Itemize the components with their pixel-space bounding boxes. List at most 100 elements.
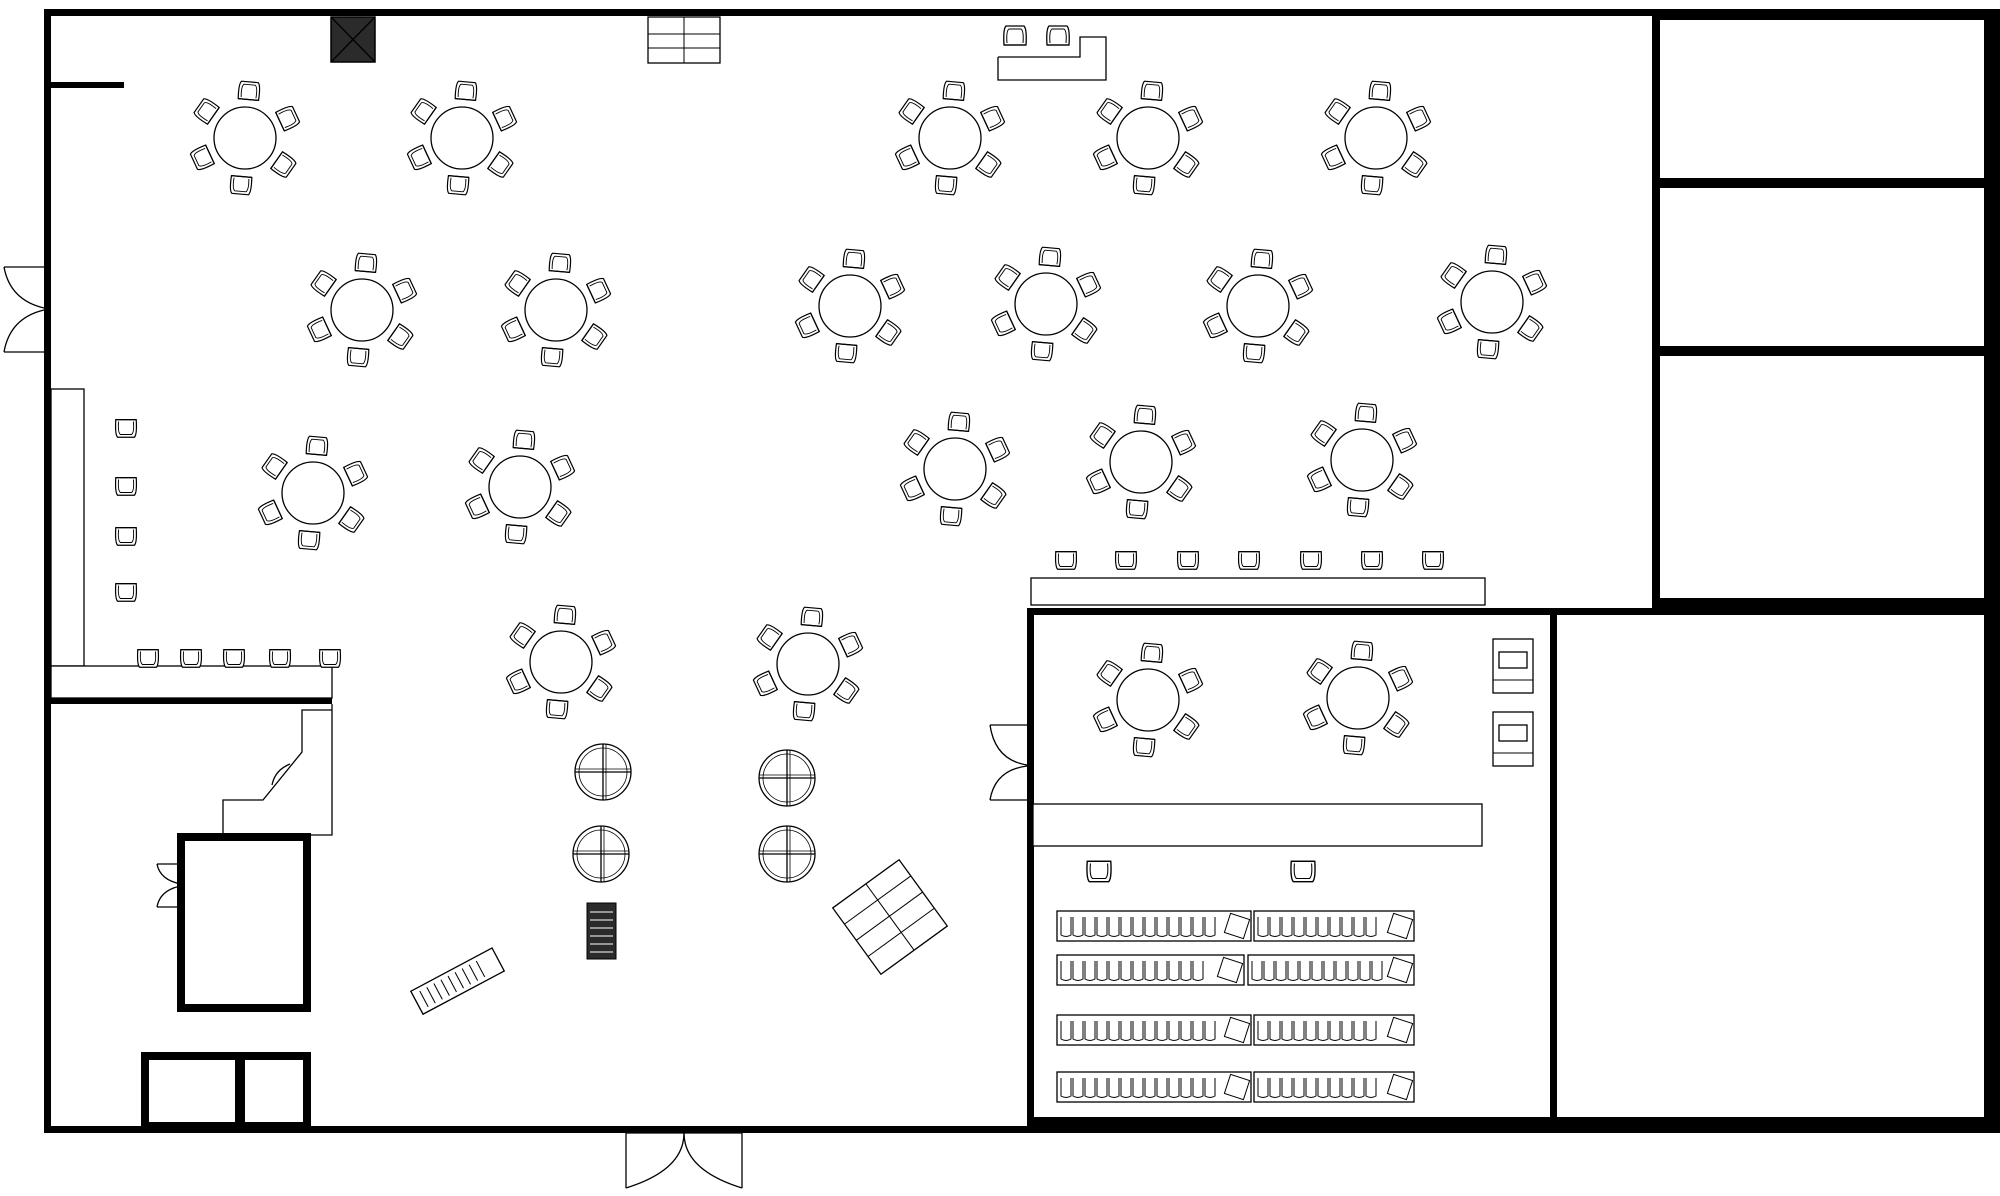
table-top [923, 437, 987, 501]
chair [898, 475, 925, 503]
chair [1091, 144, 1118, 172]
chair [545, 698, 569, 720]
round-table [504, 604, 618, 720]
chair [1309, 418, 1337, 447]
pew-row [1247, 954, 1415, 986]
right-rooms [1652, 12, 1994, 608]
chair [880, 272, 907, 300]
bar-stool [1176, 551, 1200, 570]
pew-row [1056, 1071, 1252, 1103]
chair [1346, 496, 1370, 518]
chair [237, 80, 261, 102]
chair [409, 96, 437, 125]
round-table [1435, 244, 1549, 360]
chair [192, 96, 220, 125]
chair [833, 677, 861, 706]
chair [256, 499, 283, 527]
bar-stool [1299, 551, 1323, 570]
chair [1178, 104, 1205, 132]
chair [1406, 104, 1433, 132]
chair [1342, 734, 1366, 756]
round-table [188, 80, 302, 196]
chair [188, 144, 215, 172]
chair [550, 453, 577, 481]
bar-stool [136, 649, 160, 668]
chair [446, 174, 470, 196]
chair [1084, 468, 1111, 496]
chair [751, 670, 778, 698]
chair [1288, 272, 1315, 300]
chair [980, 482, 1008, 511]
chair [934, 174, 958, 196]
table-top [1226, 274, 1290, 338]
podium-chair [1086, 860, 1112, 883]
chair [1392, 426, 1419, 454]
chair [1319, 144, 1346, 172]
chair [1301, 704, 1328, 732]
chair [875, 319, 903, 348]
table-top [430, 106, 494, 170]
bar-area [48, 82, 333, 1130]
chair [1201, 312, 1228, 340]
top-fixtures [330, 16, 1107, 81]
podium-chair [1290, 860, 1316, 883]
chair [834, 342, 858, 364]
chair [553, 604, 577, 626]
pew-row [1056, 954, 1245, 986]
chair [467, 445, 495, 474]
round-table [751, 606, 865, 722]
chair [1323, 96, 1351, 125]
chair [939, 505, 963, 527]
chair [838, 630, 865, 658]
outer-walls [44, 9, 2000, 1133]
chair [1387, 473, 1415, 502]
chair [492, 104, 519, 132]
chapel-pews [1056, 910, 1415, 1103]
chair [980, 104, 1007, 132]
table-top [330, 278, 394, 342]
bar-stool [1237, 551, 1261, 570]
chair [454, 80, 478, 102]
round-table [499, 252, 613, 368]
bar-stool [1114, 551, 1138, 570]
chair [1095, 658, 1123, 687]
chair [1354, 402, 1378, 424]
round-table [1319, 80, 1433, 196]
chair [1125, 498, 1149, 520]
cocktail-table [758, 749, 816, 807]
chair [260, 451, 288, 480]
round-table [1301, 640, 1415, 756]
chair [1076, 270, 1103, 298]
chair [1140, 642, 1164, 664]
table-top [1109, 430, 1173, 494]
chair [499, 316, 526, 344]
chair [1030, 340, 1054, 362]
round-table [1091, 80, 1205, 196]
round-table [1091, 642, 1205, 758]
table-top [818, 274, 882, 338]
chair [297, 529, 321, 551]
chair [270, 151, 298, 180]
chair [581, 323, 609, 352]
chair [989, 310, 1016, 338]
round-table [256, 435, 370, 551]
chair [902, 427, 930, 456]
chair [1038, 246, 1062, 268]
chair [947, 411, 971, 433]
chair [793, 312, 820, 340]
table-top [1014, 272, 1078, 336]
chair [504, 668, 531, 696]
table-top [1330, 428, 1394, 492]
chair [586, 276, 613, 304]
stage-risers [831, 858, 949, 976]
bar-stool [1054, 551, 1078, 570]
piano-keyboard [409, 947, 506, 1016]
chair [229, 174, 253, 196]
chair [800, 606, 824, 628]
chair [305, 316, 332, 344]
chair [346, 346, 370, 368]
cocktail-table [574, 743, 632, 801]
round-table [898, 411, 1012, 527]
chair [1305, 656, 1333, 685]
